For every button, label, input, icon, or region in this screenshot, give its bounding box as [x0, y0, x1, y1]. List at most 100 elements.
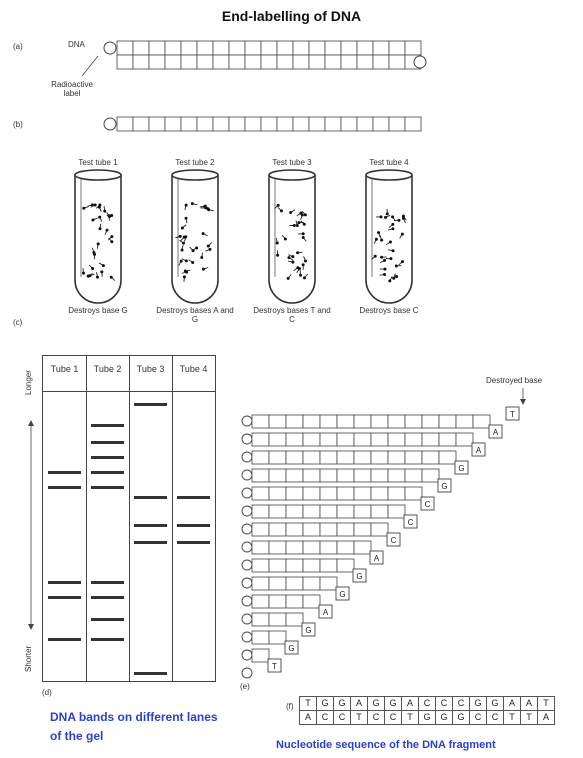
dna-fragment: A	[241, 604, 333, 627]
test-tube-3-caption: Destroys bases T and C	[253, 306, 331, 324]
base-box	[148, 40, 166, 56]
base-box	[148, 54, 166, 70]
destroyed-base-letter: T	[272, 662, 277, 671]
base-box	[292, 54, 310, 70]
sequence-base: C	[367, 710, 385, 725]
gel-band	[134, 524, 167, 527]
test-tube-4-title: Test tube 4	[369, 158, 409, 167]
gel-lane-divider	[129, 356, 130, 681]
base-box	[244, 40, 262, 56]
base-box	[244, 116, 262, 132]
base-box	[132, 54, 150, 70]
panel-label-f: (f)	[286, 702, 294, 711]
base-box	[372, 116, 390, 132]
dna-fragment: T	[241, 658, 282, 679]
base-box	[324, 40, 342, 56]
base-box	[260, 40, 278, 56]
base-box	[356, 40, 374, 56]
base-box	[180, 54, 198, 70]
gel-band	[48, 638, 81, 641]
sequence-base: A	[520, 696, 538, 711]
test-tube-2-caption: Destroys bases A and G	[156, 306, 234, 324]
gel-band	[134, 403, 167, 406]
base-box	[404, 40, 422, 56]
gel-band	[48, 486, 81, 489]
gel-band	[91, 486, 124, 489]
destroyed-base-letter: A	[493, 428, 499, 437]
base-box	[196, 54, 214, 70]
sequence-base: G	[384, 696, 402, 711]
base-box	[148, 116, 166, 132]
base-box	[212, 40, 230, 56]
base-box	[388, 40, 406, 56]
dna-label: DNA	[68, 40, 85, 49]
base-box	[404, 116, 422, 132]
gel-lane-divider	[86, 356, 87, 681]
dna-fragment: A	[241, 442, 486, 465]
dna-fragment: T	[241, 406, 520, 429]
base-box	[228, 116, 246, 132]
gel-band	[91, 424, 124, 427]
base-box	[244, 54, 262, 70]
base-box	[308, 40, 326, 56]
gel-bands	[48, 403, 210, 675]
sequence-base: C	[316, 710, 334, 725]
gel-lane-divider	[172, 356, 173, 681]
sequence-base: C	[418, 696, 436, 711]
base-box	[196, 40, 214, 56]
gel-caption: DNA bands on different lanes of the gel	[50, 710, 218, 743]
gel-band	[177, 524, 210, 527]
sequence-base: T	[537, 696, 555, 711]
sequence-base: T	[350, 710, 368, 725]
sequence-base: G	[452, 710, 470, 725]
sequence-base: G	[469, 696, 487, 711]
sequence-base: A	[299, 710, 317, 725]
sequence-base: A	[537, 710, 555, 725]
sequence-base: A	[350, 696, 368, 711]
sequence-base: C	[486, 710, 504, 725]
gel-band	[91, 638, 124, 641]
base-box	[276, 116, 294, 132]
destroyed-base-label: Destroyed base	[486, 376, 543, 385]
panel-label-a: (a)	[13, 42, 23, 51]
sequence-base: C	[384, 710, 402, 725]
test-tube-2	[171, 169, 219, 304]
base-box	[356, 54, 374, 70]
sequence-base: A	[503, 696, 521, 711]
sequence-base: G	[435, 710, 453, 725]
base-box	[308, 54, 326, 70]
base-box	[388, 54, 406, 70]
sequence-base: C	[469, 710, 487, 725]
gel-header-tube-1: Tube 1	[50, 364, 79, 374]
destroyed-base-letter: A	[374, 554, 380, 563]
destroyed-base-letter: T	[510, 410, 515, 419]
dna-fragment: C	[241, 532, 401, 555]
base-box	[292, 40, 310, 56]
base-box	[164, 54, 182, 70]
dna-fragment: G	[241, 478, 452, 501]
test-tube-3-title: Test tube 3	[272, 158, 312, 167]
destroyed-base-letter: A	[476, 446, 482, 455]
panel-label-e: (e)	[240, 682, 250, 691]
sequence-base: C	[452, 696, 470, 711]
dna-fragment: C	[241, 496, 435, 519]
base-box	[388, 116, 406, 132]
gel-band	[177, 496, 210, 499]
destroyed-base-letter: G	[458, 464, 464, 473]
sequence-base: T	[401, 710, 419, 725]
base-box	[116, 54, 134, 70]
sequence-base: G	[486, 696, 504, 711]
base-box	[116, 40, 134, 56]
base-box	[340, 54, 358, 70]
sequence-base: T	[520, 710, 538, 725]
base-box	[372, 40, 390, 56]
base-box	[212, 116, 230, 132]
base-box	[292, 116, 310, 132]
gel-band	[91, 581, 124, 584]
dna-fragment: C	[241, 514, 418, 537]
sequence-caption: Nucleotide sequence of the DNA fragment	[276, 739, 496, 751]
gel-band	[91, 596, 124, 599]
panel-label-d: (d)	[42, 688, 52, 697]
dna-fragment: G	[241, 568, 367, 591]
